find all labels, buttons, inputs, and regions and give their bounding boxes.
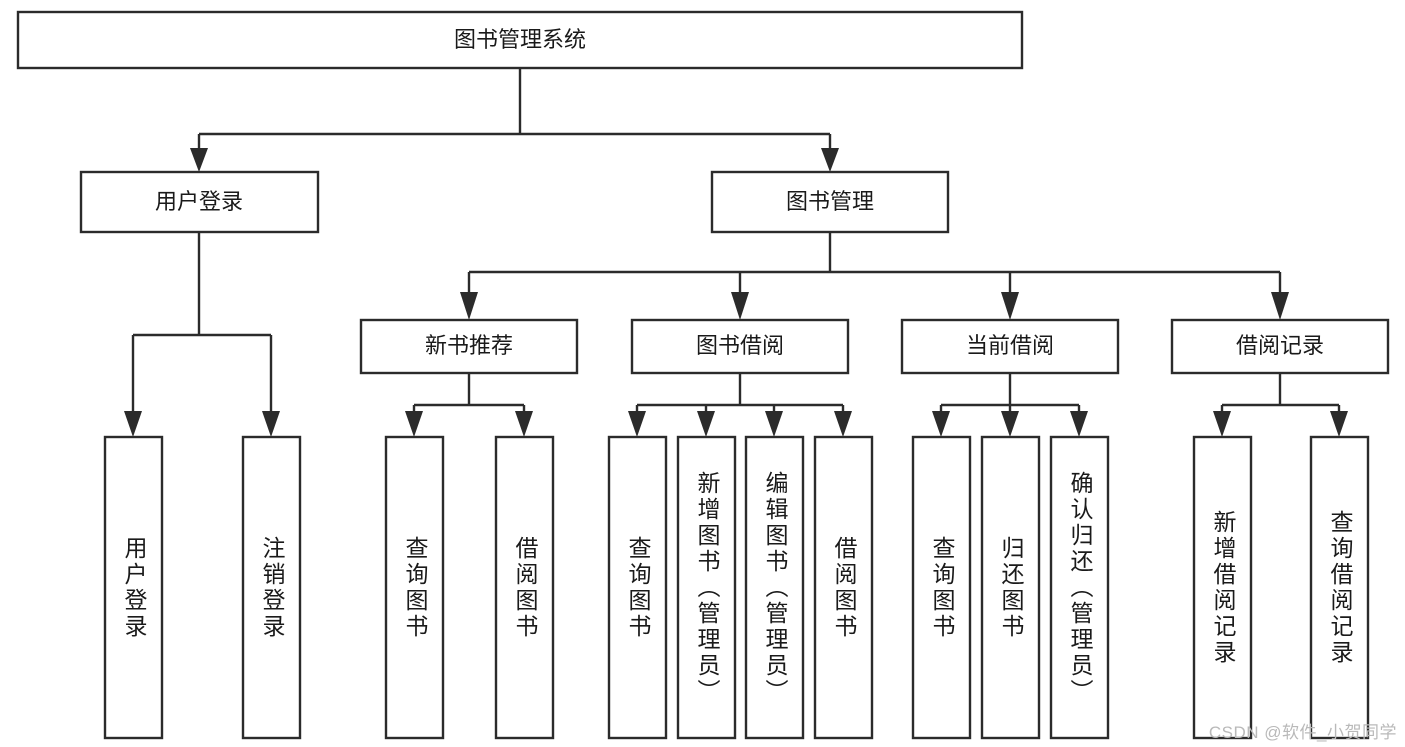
node-book-management[interactable]: 图书管理 — [710, 170, 950, 234]
leaf-box-borrow-book-1[interactable] — [494, 435, 555, 740]
leaf-box-query-book-2[interactable] — [607, 435, 668, 740]
leaf-box-edit-book-admin[interactable] — [744, 435, 805, 740]
arrowhead-currentborrow-leaf-3 — [1070, 411, 1088, 437]
leaf-box-query-borrow-record[interactable] — [1309, 435, 1370, 740]
arrowhead-newbook-leaf-2 — [515, 411, 533, 437]
node-borrow-record-label: 借阅记录 — [1236, 333, 1324, 358]
node-root-label: 图书管理系统 — [454, 27, 586, 52]
leaf-box-logout[interactable] — [241, 435, 302, 740]
node-user-login-box[interactable] — [79, 170, 320, 234]
arrowhead-borrowrecord-leaf-2 — [1330, 411, 1348, 437]
node-new-book-recommend[interactable]: 新书推荐 — [359, 318, 579, 375]
node-current-borrow-label: 当前借阅 — [966, 333, 1054, 358]
node-user-login-label: 用户登录 — [155, 189, 243, 214]
arrowhead-bookborrow-leaf-3 — [765, 411, 783, 437]
arrowhead-bookborrow-leaf-4 — [834, 411, 852, 437]
connector-group — [124, 68, 1348, 437]
node-root[interactable]: 图书管理系统 — [16, 10, 1024, 70]
arrowhead-leaf-user-login — [124, 411, 142, 437]
arrowhead-userlogin — [190, 148, 208, 172]
csdn-watermark: CSDN @软件_小贺同学 — [1208, 723, 1397, 742]
node-user-login[interactable]: 用户登录 — [79, 170, 320, 234]
arrowhead-currentborrow-leaf-1 — [932, 411, 950, 437]
node-current-borrow[interactable]: 当前借阅 — [900, 318, 1120, 375]
leaf-box-confirm-return-admin[interactable] — [1049, 435, 1110, 740]
arrowhead-newbook — [460, 292, 478, 320]
leaf-box-add-book-admin[interactable] — [676, 435, 737, 740]
leaf-box-borrow-book-2[interactable] — [813, 435, 874, 740]
node-root-box[interactable] — [16, 10, 1024, 70]
node-current-borrow-box[interactable] — [900, 318, 1120, 375]
leaf-box-return-book[interactable] — [980, 435, 1041, 740]
node-book-borrow-box[interactable] — [630, 318, 850, 375]
arrowhead-bookborrow — [731, 292, 749, 320]
arrowhead-bookmgmt — [821, 148, 839, 172]
arrowhead-leaf-logout — [262, 411, 280, 437]
node-book-borrow-label: 图书借阅 — [696, 333, 784, 358]
node-book-management-box[interactable] — [710, 170, 950, 234]
leaf-box-user-login[interactable] — [103, 435, 164, 740]
node-new-book-recommend-box[interactable] — [359, 318, 579, 375]
arrowhead-newbook-leaf-1 — [405, 411, 423, 437]
node-book-management-label: 图书管理 — [786, 189, 874, 214]
arrowhead-bookborrow-leaf-2 — [697, 411, 715, 437]
arrowhead-currentborrow — [1001, 292, 1019, 320]
arrowhead-currentborrow-leaf-2 — [1001, 411, 1019, 437]
node-new-book-recommend-label: 新书推荐 — [425, 333, 513, 358]
arrowhead-bookborrow-leaf-1 — [628, 411, 646, 437]
node-book-borrow[interactable]: 图书借阅 — [630, 318, 850, 375]
arrowhead-borrowrecord-leaf-1 — [1213, 411, 1231, 437]
leaf-box-query-book-1[interactable] — [384, 435, 445, 740]
node-borrow-record-box[interactable] — [1170, 318, 1390, 375]
leaf-box-query-book-3[interactable] — [911, 435, 972, 740]
arrowhead-borrowrecord — [1271, 292, 1289, 320]
leaf-box-add-borrow-record[interactable] — [1192, 435, 1253, 740]
node-borrow-record[interactable]: 借阅记录 — [1170, 318, 1390, 375]
